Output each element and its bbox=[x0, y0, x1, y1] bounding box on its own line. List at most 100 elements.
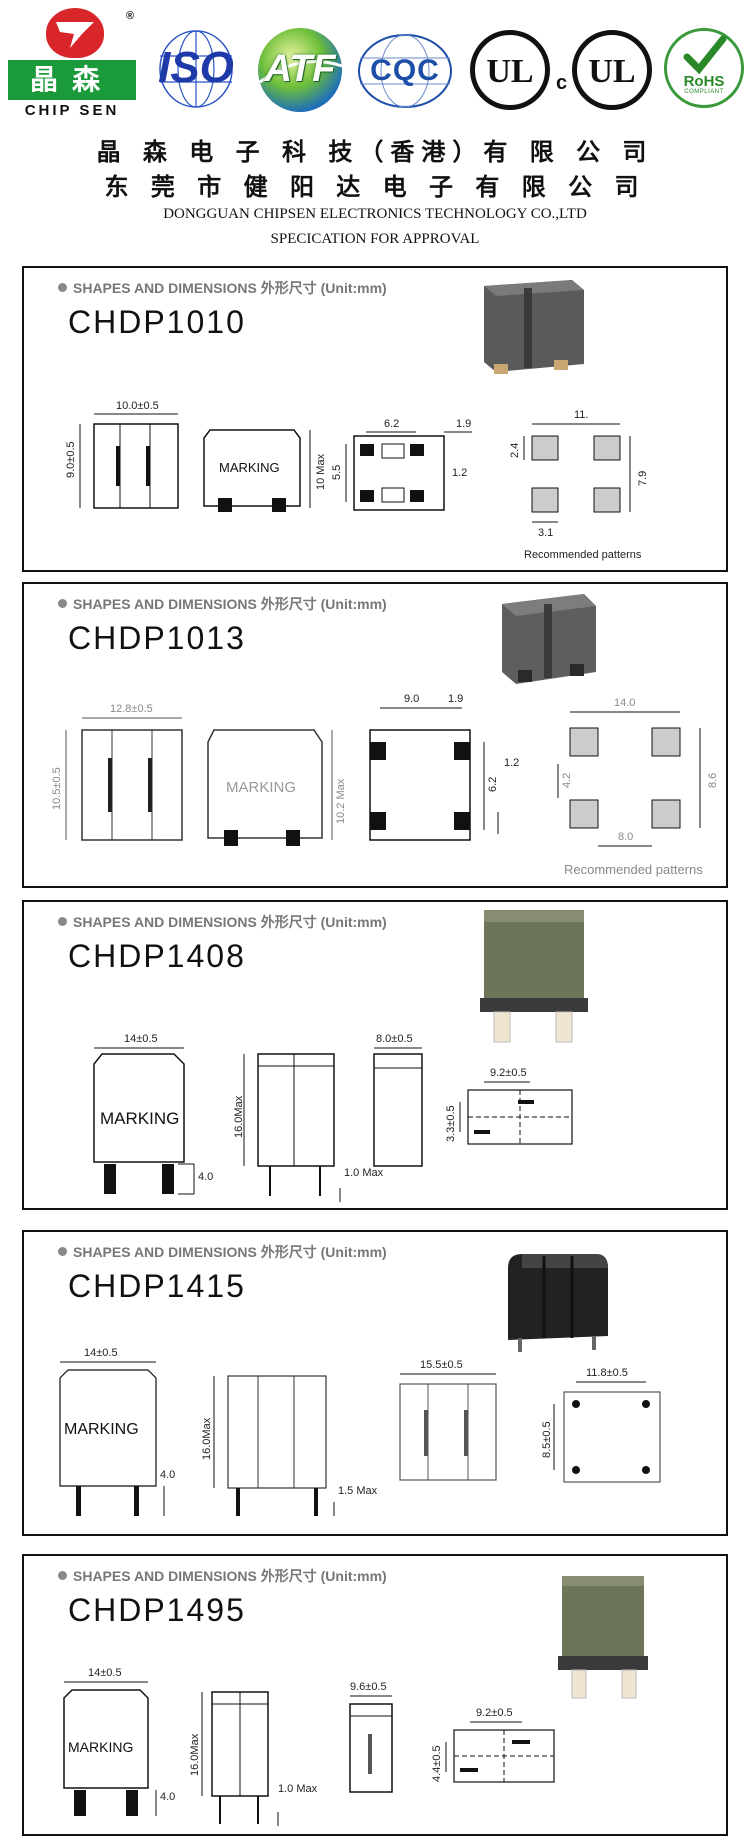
dim-pin-spacing: 4.4±0.5 bbox=[431, 1745, 443, 1782]
drawing-chdp1415: 14±0.5 MARKING 4.0 16.0Max 1.5 Max 15.5±… bbox=[59, 1254, 661, 1516]
logo-row: ® 晶森 CHIP SEN ISO ATF bbox=[0, 0, 750, 128]
front-view bbox=[93, 1047, 195, 1195]
dim-depth: 8.0±0.5 bbox=[376, 1033, 413, 1045]
section-heading: SHAPES AND DIMENSIONS 外形尺寸 (Unit:mm) bbox=[58, 594, 387, 614]
dim-pad-width: 1.9 bbox=[456, 418, 471, 430]
product-photo-chdp1415 bbox=[508, 1254, 608, 1352]
ul-text-1: UL bbox=[486, 53, 534, 90]
company-name-cn-1: 晶 森 电 子 科 技（香港）有 限 公 司 bbox=[96, 138, 654, 166]
dim-pin-dia: 1.0 Max bbox=[344, 1167, 384, 1179]
side-view bbox=[203, 429, 311, 512]
recommended-pattern bbox=[557, 711, 701, 847]
chipsen-logo: ® 晶森 CHIP SEN bbox=[8, 8, 136, 119]
iso-logo: ISO bbox=[146, 26, 246, 112]
front-view bbox=[79, 413, 179, 509]
chipsen-emblem bbox=[46, 8, 104, 58]
dim-pad-pitch: 6.2 bbox=[384, 418, 399, 430]
end-view bbox=[349, 1695, 393, 1793]
ul-text-2: UL bbox=[588, 53, 636, 90]
recommended-patterns-label: Recommended patterns bbox=[524, 549, 642, 561]
drawing-chdp1010: 10.0±0.5 9.0±0.5 MARKING 10 Max 6.2 1.9 … bbox=[65, 280, 649, 561]
drawing-chdp1408: 14±0.5 MARKING 4.0 16.0Max 1.0 Max 8.0±0… bbox=[93, 910, 588, 1202]
section-heading: SHAPES AND DIMENSIONS 外形尺寸 (Unit:mm) bbox=[58, 1566, 387, 1586]
dim-max-height: 16.0Max bbox=[189, 1733, 201, 1776]
dim-width: 14±0.5 bbox=[88, 1667, 122, 1679]
dim-pad-width: 1.9 bbox=[448, 693, 463, 705]
side-view bbox=[213, 1375, 335, 1516]
dim-width: 12.8±0.5 bbox=[110, 703, 153, 715]
end-view bbox=[399, 1373, 497, 1481]
dim-pattern-height: 8.6 bbox=[707, 773, 719, 788]
dim-pin-pitch: 9.2±0.5 bbox=[490, 1067, 527, 1079]
pin-layout-view bbox=[459, 1081, 573, 1145]
atf-logo: ATF bbox=[252, 22, 348, 118]
front-view bbox=[63, 1681, 157, 1816]
dim-pin-length: 4.0 bbox=[160, 1791, 175, 1803]
drawing-chdp1013: 12.8±0.5 10.5±0.5 MARKING 10.2 Max 9.0 1… bbox=[51, 594, 719, 877]
dim-height: 9.0±0.5 bbox=[65, 441, 77, 478]
dim-pin-dia: 1.5 Max bbox=[338, 1485, 378, 1497]
product-photo-chdp1408 bbox=[480, 910, 588, 1043]
document-title: SPECICATION FOR APPROVAL bbox=[270, 231, 480, 247]
bullet-icon bbox=[58, 1247, 67, 1256]
dim-pin-spacing: 3.3±0.5 bbox=[445, 1105, 457, 1142]
ul-logo-2: UL bbox=[572, 30, 652, 110]
globe-icon bbox=[159, 30, 233, 108]
dim-pattern-pad: 2.4 bbox=[509, 443, 521, 458]
end-view bbox=[373, 1047, 423, 1167]
bottom-view bbox=[345, 431, 472, 511]
dim-max-height: 10 Max bbox=[315, 453, 327, 490]
panel-chdp1495: 14±0.5 MARKING 4.0 16.0Max 1.0 Max 9.6±0… bbox=[22, 1554, 728, 1836]
checkmark-icon bbox=[683, 35, 727, 75]
dim-pad-pitch: 9.0 bbox=[404, 693, 419, 705]
iso-text: ISO bbox=[158, 43, 234, 92]
side-view bbox=[201, 1691, 279, 1826]
dim-pattern-pad: 4.2 bbox=[561, 773, 573, 788]
dim-max-height: 16.0Max bbox=[233, 1095, 245, 1138]
recommended-patterns-label: Recommended patterns bbox=[564, 862, 703, 877]
dim-pad-span: 5.5 bbox=[331, 465, 343, 480]
cqc-text: CQC bbox=[370, 54, 440, 87]
company-name-cn-2: 东 莞 市 健 阳 达 电 子 有 限 公 司 bbox=[104, 173, 646, 201]
product-photo-chdp1495 bbox=[558, 1576, 648, 1699]
ul-logo-1: UL bbox=[470, 30, 550, 110]
dim-pin-pitch: 9.2±0.5 bbox=[476, 1707, 513, 1719]
dim-pin-length: 4.0 bbox=[198, 1171, 213, 1183]
dim-pattern-pad-width: 3.1 bbox=[538, 527, 553, 539]
chipsen-brand-en: CHIP SEN bbox=[24, 102, 120, 119]
pin-layout-view bbox=[445, 1721, 555, 1783]
recommended-pattern bbox=[523, 423, 631, 523]
chipsen-brand-cn: 晶森 bbox=[8, 60, 136, 100]
cqc-globe-icon bbox=[358, 34, 452, 108]
model-name: CHDP1010 bbox=[68, 304, 246, 340]
side-view bbox=[207, 729, 333, 846]
dim-pin-spacing: 8.5±0.5 bbox=[541, 1421, 553, 1458]
rohs-logo: RoHS COMPLIANT bbox=[664, 28, 744, 108]
dim-pattern-width: 14.0 bbox=[614, 697, 635, 709]
marking-label: MARKING bbox=[226, 779, 296, 796]
marking-label: MARKING bbox=[100, 1109, 179, 1128]
model-name: CHDP1408 bbox=[68, 938, 246, 974]
dim-pattern-height: 7.9 bbox=[637, 471, 649, 486]
rohs-sub-text: COMPLIANT bbox=[684, 89, 724, 95]
cqc-logo: CQC bbox=[356, 32, 454, 110]
bullet-icon bbox=[58, 599, 67, 608]
dim-width: 14±0.5 bbox=[124, 1033, 158, 1045]
dim-pad-gap: 1.2 bbox=[452, 467, 467, 479]
section-heading: SHAPES AND DIMENSIONS 外形尺寸 (Unit:mm) bbox=[58, 1242, 387, 1262]
pin-layout-view bbox=[553, 1381, 661, 1483]
dim-height: 10.5±0.5 bbox=[51, 767, 63, 810]
bullet-icon bbox=[58, 1571, 67, 1580]
model-name: CHDP1415 bbox=[68, 1268, 246, 1304]
dim-pin-dia: 1.0 Max bbox=[278, 1783, 318, 1795]
front-view bbox=[65, 717, 183, 841]
panel-chdp1408: 14±0.5 MARKING 4.0 16.0Max 1.0 Max 8.0±0… bbox=[22, 900, 728, 1210]
side-view bbox=[243, 1053, 341, 1202]
panel-chdp1010: 10.0±0.5 9.0±0.5 MARKING 10 Max 6.2 1.9 … bbox=[22, 266, 728, 572]
drawing-chdp1495: 14±0.5 MARKING 4.0 16.0Max 1.0 Max 9.6±0… bbox=[63, 1576, 648, 1826]
marking-label: MARKING bbox=[64, 1421, 139, 1438]
dim-depth: 9.6±0.5 bbox=[350, 1681, 387, 1693]
marking-label: MARKING bbox=[68, 1739, 133, 1755]
dim-depth: 15.5±0.5 bbox=[420, 1359, 463, 1371]
product-photo-chdp1013 bbox=[502, 594, 596, 684]
